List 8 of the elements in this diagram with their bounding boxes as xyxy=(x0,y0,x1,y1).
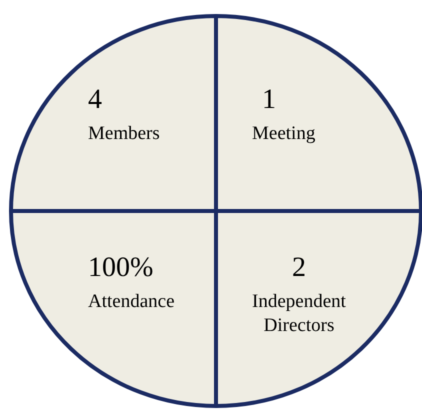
stat-label: Attendance xyxy=(88,290,175,314)
stat-number: 100% xyxy=(88,252,154,284)
stat-number: 1 xyxy=(262,84,276,116)
stat-number: 4 xyxy=(88,84,102,116)
stat-label: Independent Directors xyxy=(251,290,347,338)
stat-label: Members xyxy=(88,122,160,146)
stat-label: Meeting xyxy=(252,122,316,146)
stat-number: 2 xyxy=(292,252,306,284)
